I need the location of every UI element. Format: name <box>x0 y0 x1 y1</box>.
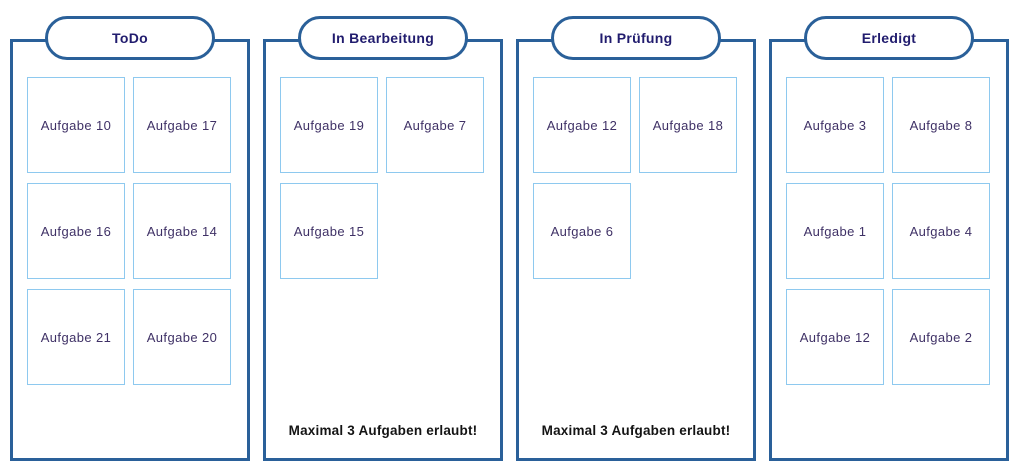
task-card-label: Aufgabe 2 <box>909 329 973 345</box>
task-card-label: Aufgabe 14 <box>146 223 218 239</box>
card-grid: Aufgabe 10 Aufgabe 17 Aufgabe 16 Aufgabe… <box>13 42 247 385</box>
task-card-label: Aufgabe 20 <box>146 329 218 345</box>
task-card[interactable]: Aufgabe 10 <box>27 77 125 173</box>
column-header-todo: ToDo <box>45 16 215 60</box>
kanban-column-erledigt: Erledigt Aufgabe 3 Aufgabe 8 Aufgabe 1 A… <box>769 16 1009 461</box>
kanban-column-todo: ToDo Aufgabe 10 Aufgabe 17 Aufgabe 16 Au… <box>10 16 250 461</box>
column-header-in-bearbeitung: In Bearbeitung <box>298 16 468 60</box>
column-title: Erledigt <box>861 30 917 46</box>
card-grid: Aufgabe 3 Aufgabe 8 Aufgabe 1 Aufgabe 4 … <box>772 42 1006 385</box>
column-title: ToDo <box>112 30 148 46</box>
task-card-label: Aufgabe 6 <box>550 223 614 239</box>
task-card-label: Aufgabe 19 <box>293 117 365 133</box>
task-card[interactable]: Aufgabe 1 <box>786 183 884 279</box>
task-card-label: Aufgabe 18 <box>652 117 724 133</box>
task-card-label: Aufgabe 3 <box>803 117 867 133</box>
task-card[interactable]: Aufgabe 2 <box>892 289 990 385</box>
task-card[interactable]: Aufgabe 6 <box>533 183 631 279</box>
column-limit-note: Maximal 3 Aufgaben erlaubt! <box>288 423 478 438</box>
task-card[interactable]: Aufgabe 12 <box>533 77 631 173</box>
task-card[interactable]: Aufgabe 18 <box>639 77 737 173</box>
task-card-label: Aufgabe 12 <box>799 329 871 345</box>
card-grid: Aufgabe 19 Aufgabe 7 Aufgabe 15 <box>266 42 500 279</box>
task-card-label: Aufgabe 10 <box>40 117 112 133</box>
column-title: In Prüfung <box>599 30 673 46</box>
task-card-label: Aufgabe 16 <box>40 223 112 239</box>
task-card-label: Aufgabe 17 <box>146 117 218 133</box>
task-card[interactable]: Aufgabe 21 <box>27 289 125 385</box>
task-card[interactable]: Aufgabe 3 <box>786 77 884 173</box>
task-card[interactable]: Aufgabe 20 <box>133 289 231 385</box>
task-card-label: Aufgabe 12 <box>546 117 618 133</box>
task-card[interactable]: Aufgabe 7 <box>386 77 484 173</box>
task-card-label: Aufgabe 1 <box>803 223 867 239</box>
task-card[interactable]: Aufgabe 17 <box>133 77 231 173</box>
kanban-column-in-pruefung: In Prüfung Aufgabe 12 Aufgabe 18 Aufgabe… <box>516 16 756 461</box>
column-header-erledigt: Erledigt <box>804 16 974 60</box>
task-card-label: Aufgabe 21 <box>40 329 112 345</box>
task-card[interactable]: Aufgabe 4 <box>892 183 990 279</box>
task-card-label: Aufgabe 15 <box>293 223 365 239</box>
task-card-label: Aufgabe 8 <box>909 117 973 133</box>
task-card[interactable]: Aufgabe 15 <box>280 183 378 279</box>
task-card[interactable]: Aufgabe 14 <box>133 183 231 279</box>
task-card-label: Aufgabe 7 <box>403 117 467 133</box>
column-header-in-pruefung: In Prüfung <box>551 16 721 60</box>
task-card[interactable]: Aufgabe 8 <box>892 77 990 173</box>
card-grid: Aufgabe 12 Aufgabe 18 Aufgabe 6 <box>519 42 753 279</box>
task-card[interactable]: Aufgabe 19 <box>280 77 378 173</box>
task-card[interactable]: Aufgabe 12 <box>786 289 884 385</box>
column-limit-note: Maximal 3 Aufgaben erlaubt! <box>541 423 731 438</box>
kanban-column-in-bearbeitung: In Bearbeitung Aufgabe 19 Aufgabe 7 Aufg… <box>263 16 503 461</box>
task-card-label: Aufgabe 4 <box>909 223 973 239</box>
column-title: In Bearbeitung <box>331 30 435 46</box>
task-card[interactable]: Aufgabe 16 <box>27 183 125 279</box>
